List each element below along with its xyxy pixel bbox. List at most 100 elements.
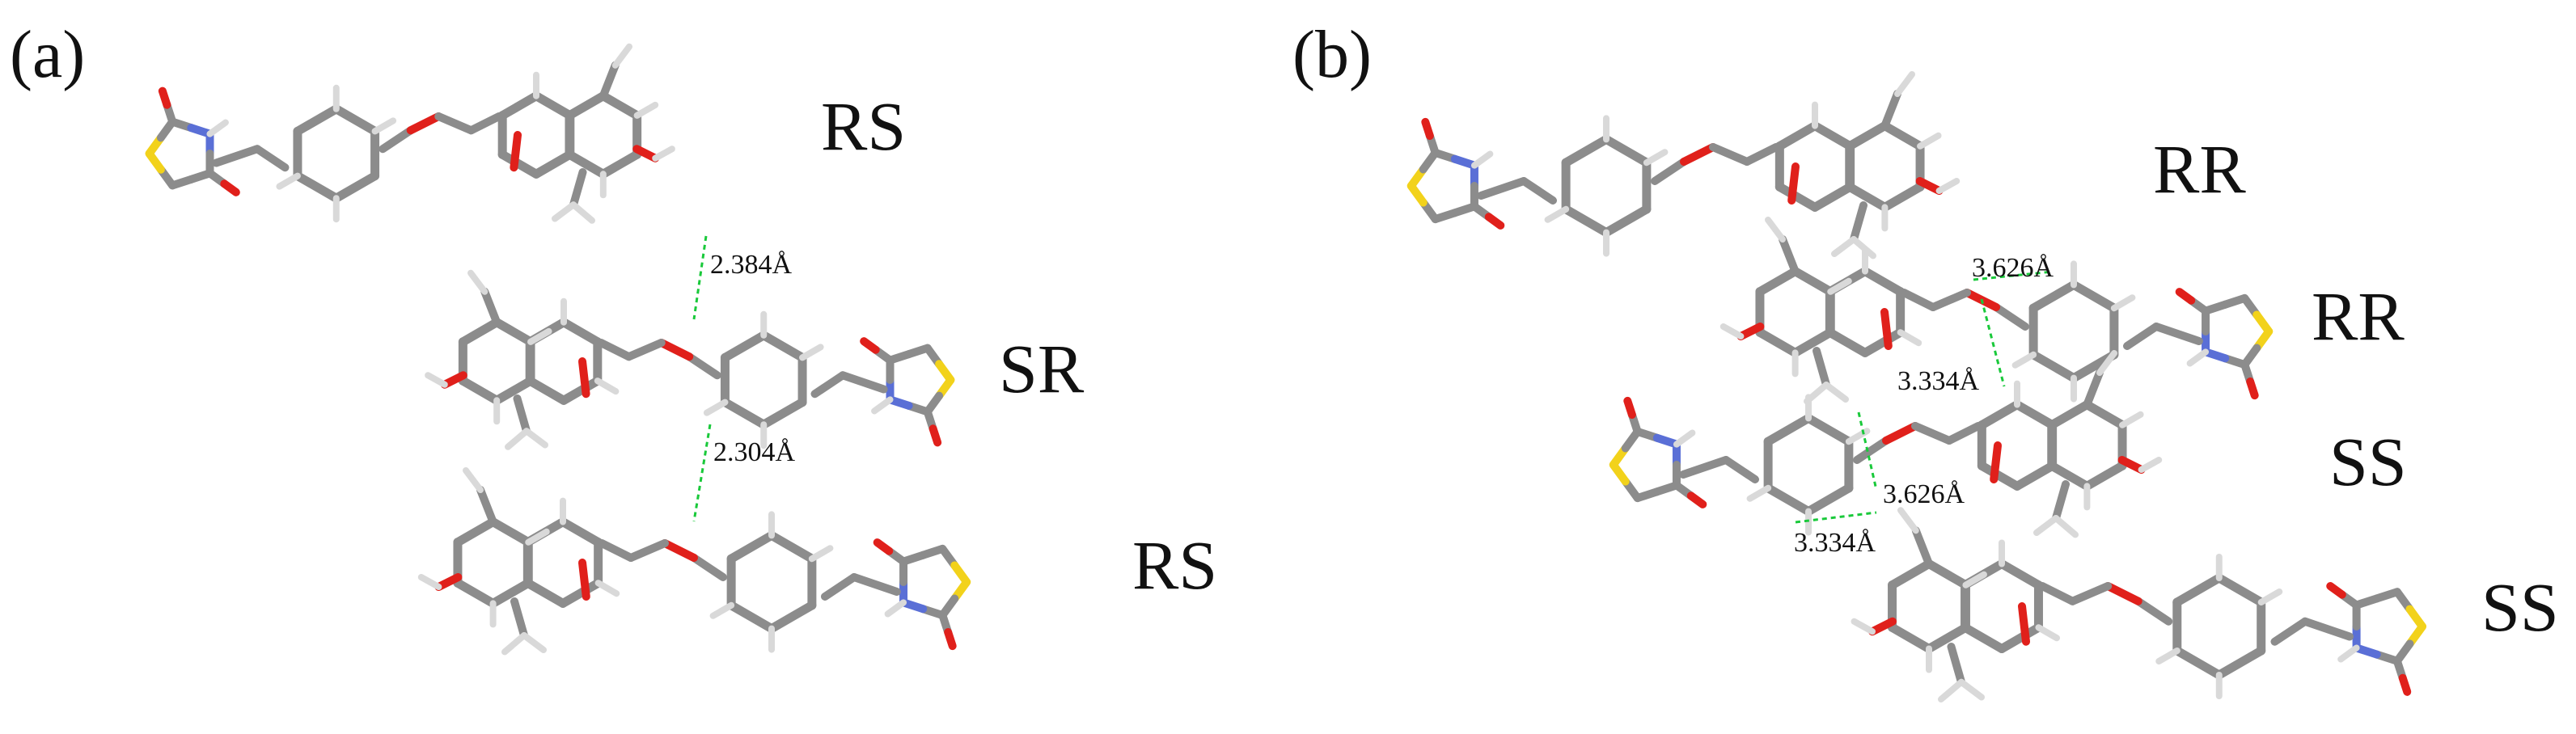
bond-stick bbox=[531, 91, 575, 120]
bond-stick bbox=[527, 327, 552, 345]
bond-stick bbox=[1813, 347, 1830, 389]
bond-stick bbox=[578, 559, 590, 601]
bond-stick bbox=[2047, 400, 2092, 430]
bond-stick bbox=[1945, 422, 1982, 445]
bond-stick bbox=[709, 601, 735, 619]
bond-stick bbox=[2028, 350, 2079, 383]
bond-stick bbox=[2214, 646, 2266, 680]
bond-stick bbox=[2270, 617, 2309, 646]
bond-stick bbox=[1561, 205, 1611, 238]
bond-stick bbox=[2083, 369, 2104, 409]
bond-stick bbox=[633, 101, 659, 119]
bond-stick bbox=[599, 150, 642, 179]
bond-stick bbox=[1709, 143, 1751, 166]
bond-stick bbox=[521, 632, 547, 653]
bond-stick bbox=[1520, 177, 1557, 205]
bond-stick bbox=[1924, 559, 1970, 590]
bond-stick bbox=[1897, 329, 1922, 347]
bond-stick bbox=[510, 131, 522, 172]
bond-stick bbox=[2012, 400, 2058, 430]
bond-stick bbox=[1680, 143, 1717, 166]
bond-stick bbox=[767, 530, 817, 563]
bond-stick bbox=[434, 112, 476, 135]
bond-stick bbox=[523, 428, 548, 449]
bond-stick bbox=[458, 318, 501, 347]
bond-stick bbox=[1868, 617, 1897, 636]
bond-stick bbox=[1977, 400, 2022, 430]
bond-stick bbox=[759, 398, 807, 429]
bond-stick bbox=[293, 171, 341, 203]
bond-stick bbox=[1853, 437, 1890, 464]
panel-a-molecules bbox=[145, 43, 971, 656]
bond-stick bbox=[458, 376, 501, 405]
bond-stick bbox=[406, 112, 443, 135]
bond-stick bbox=[371, 117, 397, 135]
bond-stick bbox=[1791, 327, 1835, 357]
bond-stick bbox=[1561, 134, 1611, 167]
bond-stick bbox=[597, 339, 633, 361]
bond-stick bbox=[2011, 351, 2037, 369]
bond-stick bbox=[1755, 267, 1800, 297]
bond-stick bbox=[871, 396, 894, 415]
bond-stick bbox=[767, 601, 817, 634]
bond-stick bbox=[1917, 132, 1942, 150]
bond-stick bbox=[525, 376, 569, 405]
bond-stick bbox=[720, 331, 768, 362]
bond-stick bbox=[1990, 441, 2002, 483]
bond-stick bbox=[2257, 588, 2283, 605]
bond-stick bbox=[720, 398, 768, 429]
bond-stick bbox=[594, 580, 620, 597]
bond-stick bbox=[627, 539, 669, 562]
bond-stick bbox=[1601, 205, 1652, 238]
panel-b-contacts: 3.626Å 3.334Å 3.626Å 3.334Å bbox=[1794, 253, 2054, 558]
bond-stick bbox=[1900, 289, 1937, 311]
bond-stick bbox=[492, 318, 535, 347]
bond-stick bbox=[492, 376, 535, 405]
bond-stick bbox=[1888, 559, 1934, 590]
bond-stick bbox=[2398, 673, 2412, 696]
bond-stick bbox=[467, 112, 503, 135]
bond-stick bbox=[453, 578, 498, 608]
bond-stick bbox=[1831, 236, 1857, 257]
bond-stick bbox=[1880, 90, 1901, 130]
bond-stick bbox=[799, 344, 824, 361]
bond-stick bbox=[220, 179, 240, 196]
bond-stick bbox=[1825, 327, 1870, 357]
bond-stick bbox=[860, 337, 880, 354]
bond-stick bbox=[332, 171, 380, 203]
bond-stick bbox=[2138, 457, 2163, 473]
molecule-label-b4: SS bbox=[2481, 568, 2559, 646]
bond-stick bbox=[2068, 582, 2113, 605]
bond-stick bbox=[2096, 350, 2117, 376]
bond-stick bbox=[1938, 678, 1965, 702]
bond-stick bbox=[928, 424, 942, 447]
bond-stick bbox=[1935, 178, 1961, 194]
bond-stick bbox=[497, 150, 541, 179]
bond-stick bbox=[821, 573, 858, 601]
bond-stick bbox=[1929, 289, 1971, 311]
bond-stick bbox=[1477, 177, 1528, 200]
bond-stick bbox=[1679, 456, 1730, 479]
bond-stick bbox=[1643, 149, 1669, 167]
bond-stick bbox=[2117, 456, 2146, 474]
bond-stick bbox=[489, 517, 533, 547]
bond-stick bbox=[1880, 308, 1893, 350]
bond-stick bbox=[1719, 323, 1745, 340]
bond-stick bbox=[2082, 461, 2127, 491]
bond-stick bbox=[1746, 484, 1772, 502]
bond-stick bbox=[2119, 411, 2144, 428]
bond-stick bbox=[1406, 182, 1428, 207]
molecule-label-a2: SR bbox=[999, 330, 1085, 407]
bond-stick bbox=[2018, 602, 2030, 646]
bond-stick bbox=[1961, 622, 2007, 653]
bond-stick bbox=[1962, 571, 1987, 588]
bond-stick bbox=[1827, 277, 1852, 295]
bond-stick bbox=[332, 104, 380, 136]
bond-stick bbox=[379, 126, 415, 154]
bond-stick bbox=[531, 150, 575, 179]
bond-stick bbox=[510, 597, 528, 639]
bond-stick bbox=[1763, 413, 1813, 446]
bond-stick bbox=[2214, 573, 2266, 607]
bond-stick bbox=[1787, 162, 1800, 205]
